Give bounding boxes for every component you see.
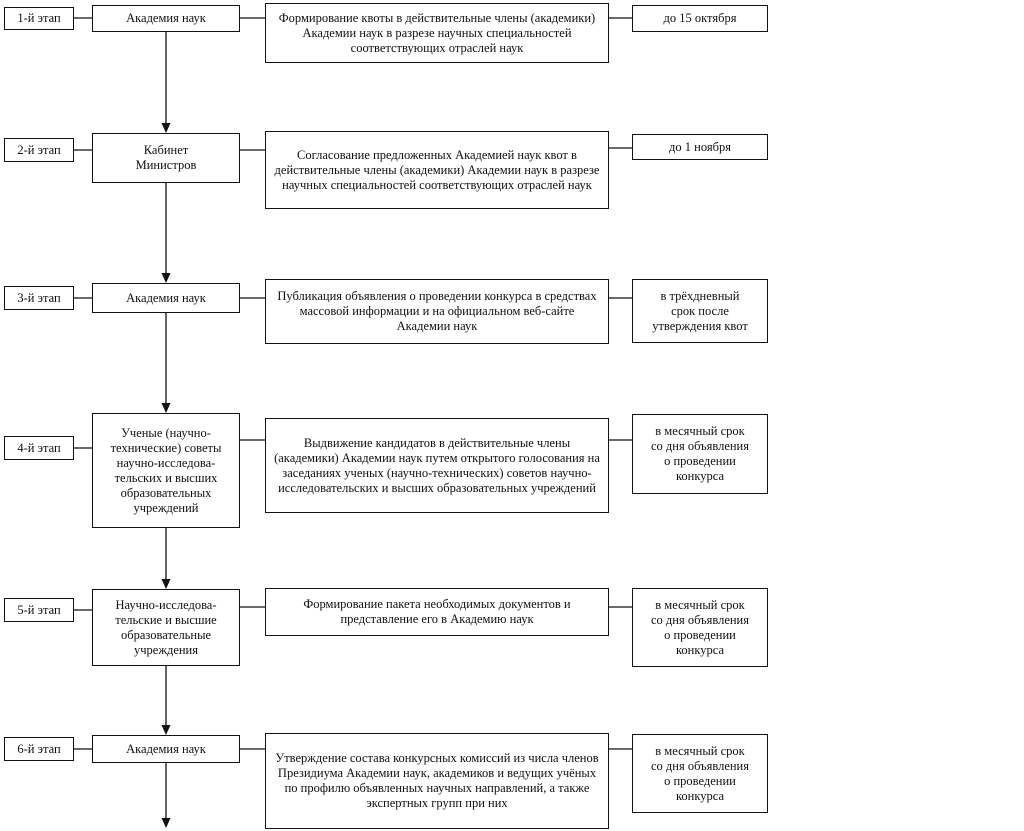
flow-arrowhead-2-3 — [161, 273, 171, 283]
stage-1-action: Формирование квоты в действительные член… — [265, 3, 609, 63]
stage-3-deadline: в трёхдневный срок после утверждения кво… — [632, 279, 768, 343]
stage-6-label: 6-й этап — [4, 737, 74, 761]
stage-3-action: Публикация объявления о проведении конку… — [265, 279, 609, 344]
stage-5-body: Научно-исследова- тельские и высшие обра… — [92, 589, 240, 666]
stage-2-label: 2-й этап — [4, 138, 74, 162]
stage-1-label: 1-й этап — [4, 7, 74, 30]
stage-5-action: Формирование пакета необходимых документ… — [265, 588, 609, 636]
stage-3-body: Академия наук — [92, 283, 240, 313]
stage-1-deadline: до 15 октября — [632, 5, 768, 32]
stage-5-deadline: в месячный срок со дня объявления о пров… — [632, 588, 768, 667]
stage-6-action: Утверждение состава конкурсных комиссий … — [265, 733, 609, 829]
flow-arrowhead-4-5 — [161, 579, 171, 589]
stage-1-body: Академия наук — [92, 5, 240, 32]
stage-6-deadline: в месячный срок со дня объявления о пров… — [632, 734, 768, 813]
flow-arrowhead-3-4 — [161, 403, 171, 413]
stage-5-label: 5-й этап — [4, 598, 74, 622]
stage-4-body: Ученые (научно- технические) советы науч… — [92, 413, 240, 528]
stage-2-body: Кабинет Министров — [92, 133, 240, 183]
stage-6-body: Академия наук — [92, 735, 240, 763]
stage-2-deadline: до 1 ноября — [632, 134, 768, 160]
flow-arrowhead-6-next — [161, 818, 171, 828]
stage-4-deadline: в месячный срок со дня объявления о пров… — [632, 414, 768, 494]
stage-2-action: Согласование предложенных Академией наук… — [265, 131, 609, 209]
stage-4-label: 4-й этап — [4, 436, 74, 460]
stage-3-label: 3-й этап — [4, 286, 74, 310]
flow-arrowhead-1-2 — [161, 123, 171, 133]
flow-arrowhead-5-6 — [161, 725, 171, 735]
stage-4-action: Выдвижение кандидатов в действительные ч… — [265, 418, 609, 513]
